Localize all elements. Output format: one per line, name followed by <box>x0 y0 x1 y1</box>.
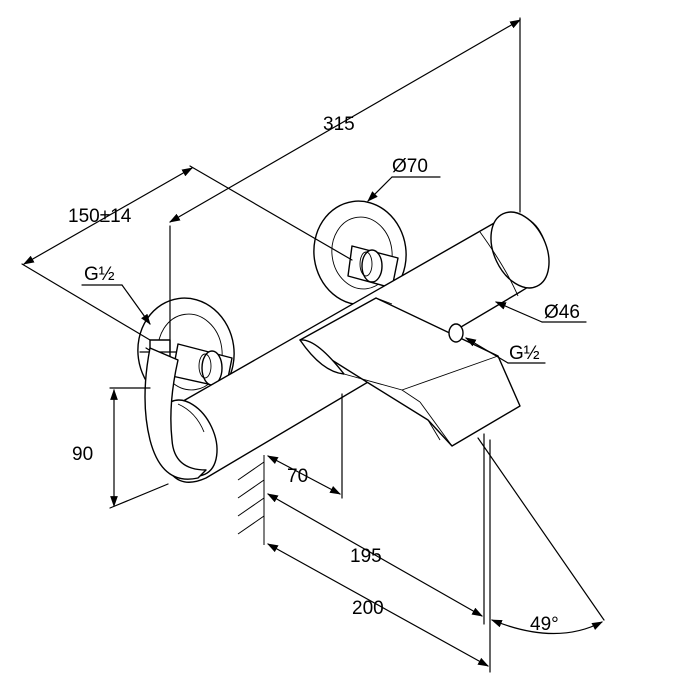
label-spout-angle: 49° <box>530 614 559 635</box>
label-height: 90 <box>72 444 93 465</box>
dimension-lines <box>21 17 605 673</box>
back-rosette <box>313 200 407 306</box>
label-rosette-diameter: Ø70 <box>392 156 428 177</box>
label-projection-200: 200 <box>352 598 384 619</box>
label-connection-left: G½ <box>84 264 115 285</box>
outlet-connection <box>448 323 464 343</box>
label-wall-offset: 150±14 <box>68 206 132 227</box>
dimension-labels: 315 150±14 G½ Ø70 Ø46 G½ 90 70 195 200 4… <box>68 114 580 635</box>
wall-hatch <box>237 455 265 545</box>
spout <box>299 297 521 447</box>
label-projection-70: 70 <box>287 466 308 487</box>
label-overall-length: 315 <box>323 114 355 135</box>
faucet-body <box>137 200 550 483</box>
label-connection-right: G½ <box>509 343 540 364</box>
label-body-diameter: Ø46 <box>544 302 580 323</box>
label-projection-195: 195 <box>350 546 382 567</box>
